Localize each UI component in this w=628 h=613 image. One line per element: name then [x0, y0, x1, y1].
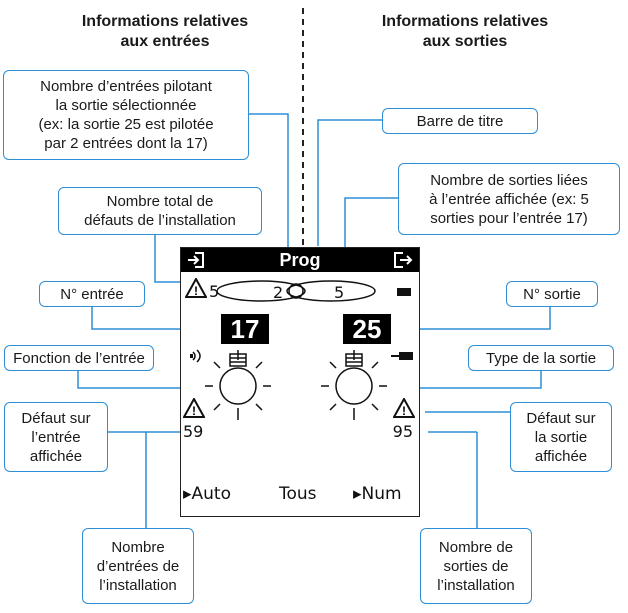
callout-text: sorties pour l’entrée 17): [430, 209, 588, 227]
inputs-header-line: aux entrées: [120, 33, 210, 50]
callout-text: Nombre total de: [106, 193, 214, 210]
callout-nb-sorties: Nombre de sorties de l’installation: [420, 528, 532, 604]
callout-type-sortie: Type de la sortie: [468, 345, 614, 371]
inputs-header: Informations relatives aux entrées: [40, 12, 290, 52]
output-number: 25: [343, 314, 391, 344]
callout-text: l’installation: [99, 576, 177, 594]
callout-defaut-entree: Défaut sur l’entrée affichée: [4, 402, 108, 472]
callout-text: Barre de titre: [416, 112, 504, 130]
lamp-icon: [205, 350, 271, 420]
callout-text: Fonction de l’entrée: [13, 349, 145, 367]
remote-icon: [190, 349, 201, 363]
callout-defaut-sortie: Défaut sur la sortie affichée: [510, 402, 612, 472]
input-total: 59: [183, 422, 204, 441]
callout-fonction-entree: Fonction de l’entrée: [4, 345, 154, 371]
callout-text: Nombre d’entrées pilotant: [40, 78, 212, 95]
svg-text:!: !: [194, 284, 198, 298]
warning-icon: !: [393, 398, 415, 418]
callout-text: défauts de l’installation: [84, 212, 236, 229]
callout-text: la sortie: [534, 428, 588, 446]
callout-text: N° sortie: [523, 285, 581, 303]
callout-text: Type de la sortie: [485, 349, 597, 367]
callout-text: la sortie sélectionnée: [55, 97, 197, 114]
outputs-header: Informations relatives aux sorties: [340, 12, 590, 52]
callout-text: N° entrée: [60, 285, 124, 303]
inputs-count-link: 2: [273, 283, 284, 302]
callout-total-defauts: Nombre total de défauts de l’installatio…: [58, 187, 262, 235]
callout-nb-entrees: Nombre d’entrées de l’installation: [82, 528, 194, 604]
outputs-count-link: 5: [334, 283, 345, 302]
enter-icon: [188, 252, 204, 268]
svg-text:!: !: [402, 404, 406, 418]
outputs-header-line: aux sorties: [422, 33, 508, 50]
lamp-icon: [321, 350, 387, 420]
title-bar: Prog: [181, 248, 419, 272]
callout-sorties-liees: Nombre de sorties liées à l’entrée affic…: [398, 163, 620, 235]
callout-text: (ex: la sortie 25 est pilotée: [38, 116, 214, 133]
callout-text: Défaut sur: [21, 409, 91, 427]
link-icon: [217, 280, 376, 302]
exit-icon: [394, 252, 413, 268]
warning-icon: !: [185, 278, 207, 298]
callout-entrees-pilotant: Nombre d’entrées pilotant la sortie séle…: [3, 70, 249, 160]
callout-text: l’installation: [437, 576, 515, 594]
outputs-header-line: Informations relatives: [381, 13, 549, 30]
svg-text:!: !: [192, 404, 196, 418]
callout-text: à l’entrée affichée (ex: 5: [429, 190, 589, 208]
callout-text: l’entrée: [31, 428, 81, 446]
callout-text: affichée: [534, 447, 588, 465]
softkey-auto[interactable]: ▸Auto: [183, 484, 232, 504]
softkey-tous[interactable]: Tous: [279, 484, 317, 504]
callout-text: Nombre de: [438, 538, 514, 556]
softkey-num[interactable]: ▸Num: [353, 484, 402, 504]
screen-title: Prog: [279, 250, 321, 270]
callout-text: Nombre de sorties liées: [430, 171, 588, 189]
callout-text: par 2 entrées dont la 17): [44, 135, 208, 152]
plug-icon: [391, 352, 413, 360]
fault-total: 5: [209, 282, 220, 301]
device-screen: Prog ! 5 2 5 17 25: [180, 247, 420, 517]
callout-text: Nombre: [111, 538, 165, 556]
callout-text: affichée: [29, 447, 83, 465]
callout-barre-titre: Barre de titre: [382, 108, 538, 134]
warning-icon: !: [183, 398, 205, 418]
output-total: 95: [392, 422, 413, 441]
callout-text: d’entrées de: [96, 557, 180, 575]
callout-num-entree: N° entrée: [39, 281, 145, 307]
input-number: 17: [221, 314, 269, 344]
callout-text: Défaut sur: [526, 409, 596, 427]
callout-num-sortie: N° sortie: [506, 281, 598, 307]
inputs-header-line: Informations relatives: [81, 13, 249, 30]
battery-icon: [397, 288, 411, 296]
callout-text: sorties de: [443, 557, 509, 575]
